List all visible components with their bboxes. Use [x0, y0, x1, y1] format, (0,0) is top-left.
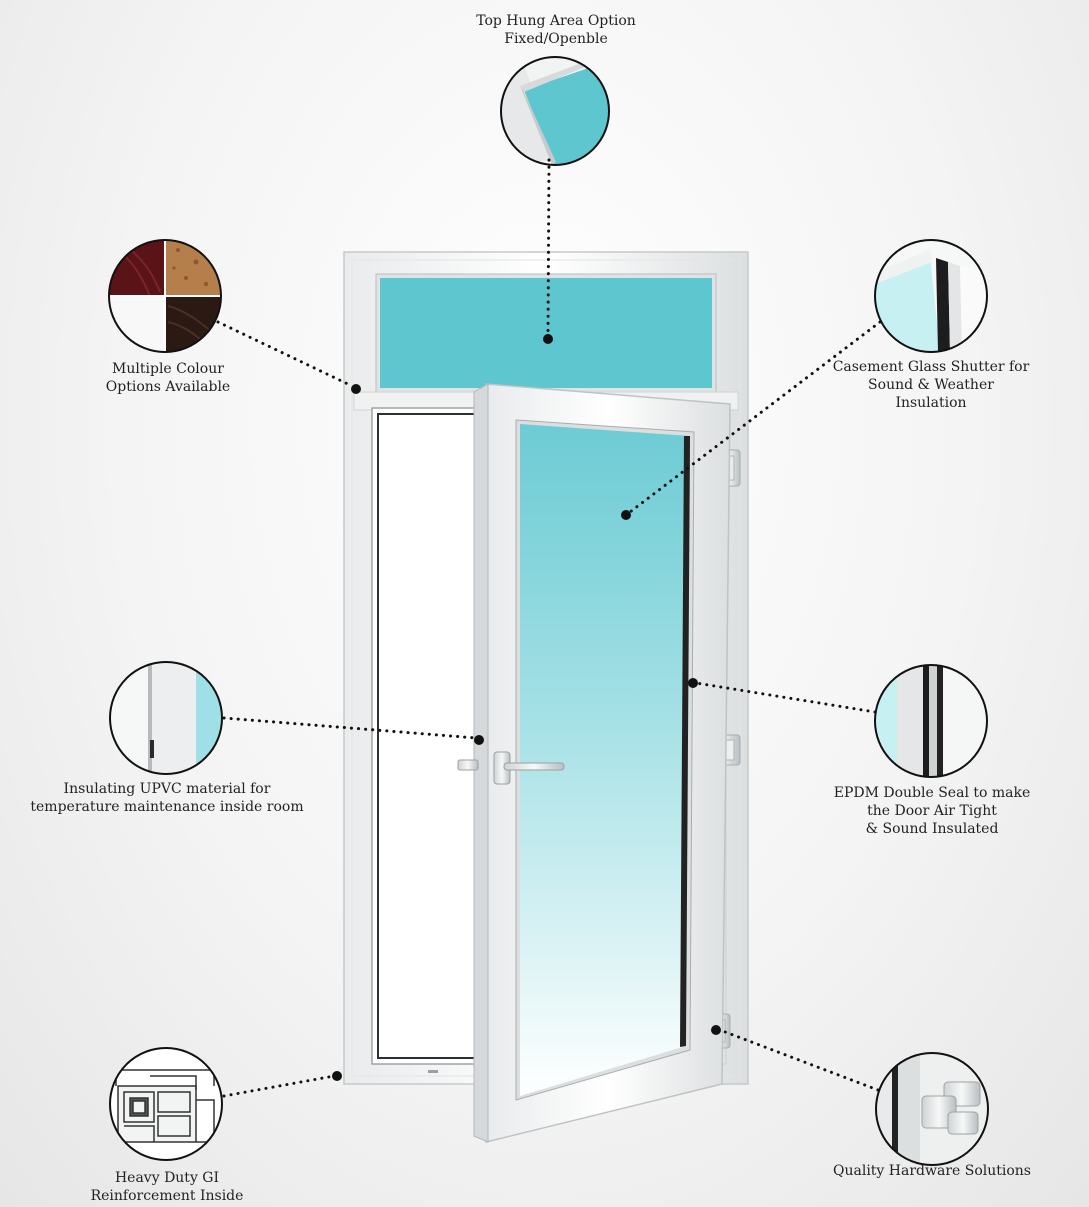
hardware-circle — [875, 1052, 989, 1166]
callout-top-hung: Top Hung Area Option Fixed/Openble — [476, 13, 636, 47]
leader-hardware — [718, 1028, 880, 1092]
anchor-dot-hardware — [711, 1025, 721, 1035]
swatch-white — [109, 296, 165, 352]
gi-reinforcement-circle — [109, 1047, 223, 1161]
anchor-dot-top-hung — [543, 334, 553, 344]
callout-epdm-seal: EPDM Double Seal to make the Door Air Ti… — [833, 785, 1031, 837]
epdm-seal-circle — [874, 664, 988, 778]
colour-swatches-circle — [108, 239, 222, 353]
callout-hardware: Quality Hardware Solutions — [833, 1163, 1031, 1179]
swatch-mahogany — [109, 240, 165, 296]
callout-casement-glass: Casement Glass Shutter for Sound & Weath… — [832, 359, 1030, 411]
anchor-dot-epdm — [688, 678, 698, 688]
anchor-dot-casement — [621, 510, 631, 520]
leader-colour — [216, 320, 354, 388]
callout-upvc-material: Insulating UPVC material for temperature… — [30, 781, 304, 815]
door-glass — [520, 424, 690, 1096]
anchor-dot-colour — [351, 384, 361, 394]
swatch-dark-wood — [165, 296, 221, 352]
leader-casement — [628, 320, 882, 514]
door-handle — [457, 751, 565, 785]
top-hung-detail-circle — [500, 56, 610, 166]
leader-top-hung — [546, 158, 551, 338]
door-sash — [473, 383, 731, 1143]
anchor-dot-gi — [332, 1071, 342, 1081]
callout-colour-options: Multiple Colour Options Available — [105, 361, 231, 395]
callout-gi-reinforcement: Heavy Duty GI Reinforcement Inside — [90, 1170, 244, 1204]
leader-upvc — [222, 716, 478, 740]
drain-slot — [428, 1070, 438, 1073]
swatch-cork — [165, 240, 221, 296]
anchor-dot-upvc — [474, 735, 484, 745]
upvc-material-circle — [109, 661, 223, 775]
leader-gi — [222, 1074, 336, 1098]
casement-glass-circle — [874, 239, 988, 353]
top-hung-glass — [375, 273, 717, 393]
